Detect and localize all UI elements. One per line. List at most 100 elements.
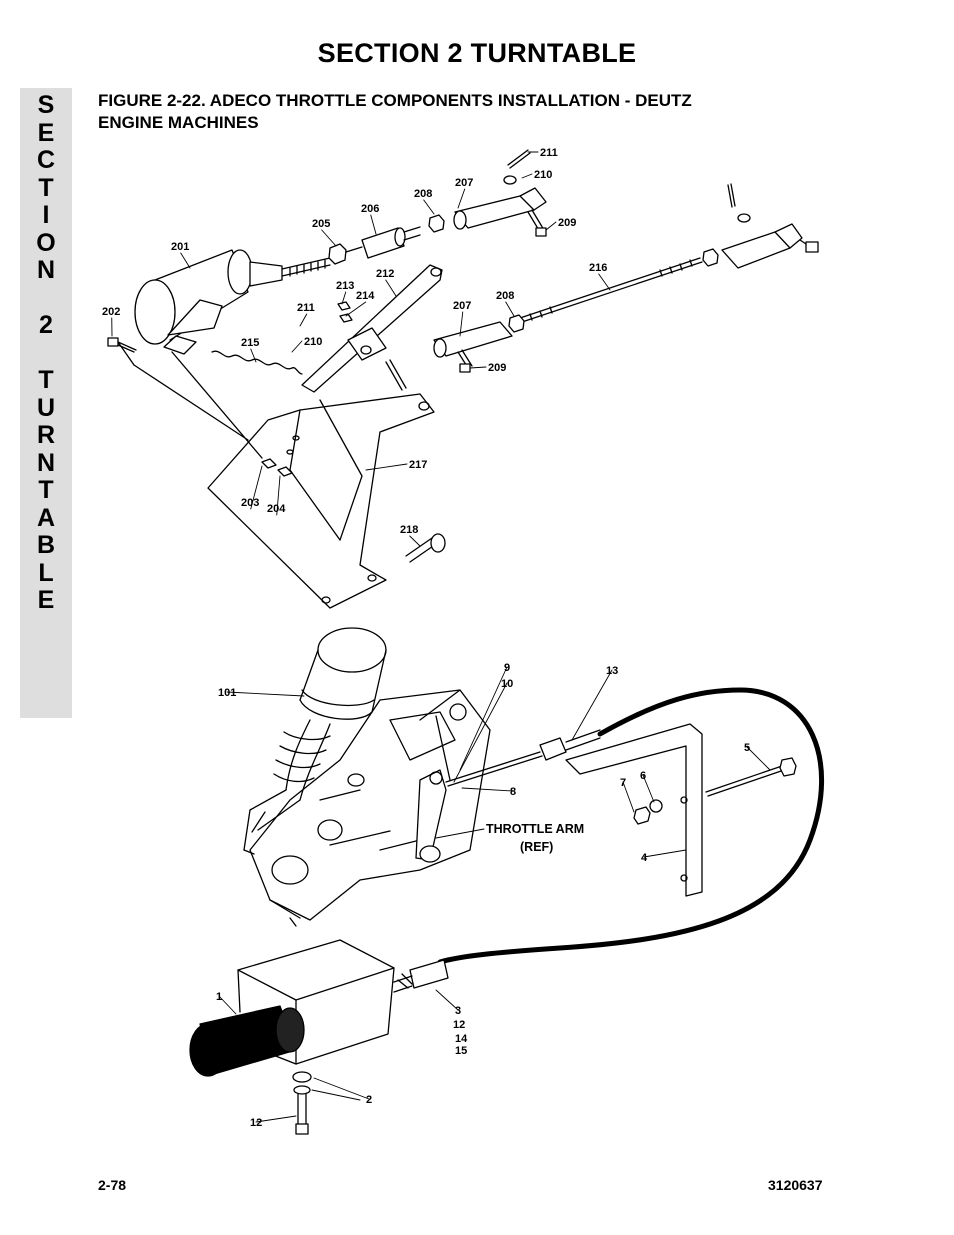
side-tab-letter: I xyxy=(42,201,50,229)
rod-216-drawing xyxy=(519,183,819,323)
callout-leader-line xyxy=(276,475,281,516)
callout-label: 13 xyxy=(606,665,618,677)
callout-leader-line xyxy=(250,465,263,510)
callout-leader-line xyxy=(521,173,533,179)
callout-label: 208 xyxy=(496,290,514,302)
washer-bolt-2-12-drawing xyxy=(292,1071,312,1135)
callout-label: 205 xyxy=(312,218,330,230)
callout-label: 208 xyxy=(414,188,432,200)
side-tab-letter: E xyxy=(37,586,55,614)
document-number: 3120637 xyxy=(768,1177,823,1193)
callout-leader-line xyxy=(341,291,347,305)
callout-leader-line xyxy=(642,774,655,803)
callout-leader-line xyxy=(461,787,514,792)
page-number: 2-78 xyxy=(98,1177,127,1193)
lever-212-drawing xyxy=(301,264,443,393)
callout-leader-line xyxy=(423,199,435,215)
callout-label: 211 xyxy=(297,302,315,314)
callout-leader-line xyxy=(457,188,466,209)
callout-label: 215 xyxy=(241,337,259,349)
callout-label: 207 xyxy=(455,177,473,189)
callout-leader-line xyxy=(226,691,305,697)
callout-label: 3 xyxy=(455,1005,461,1017)
side-tab-letter: O xyxy=(36,228,56,257)
side-tab-letter: 2 xyxy=(39,311,53,339)
bracket-4-drawing xyxy=(565,723,703,897)
callout-leader-line xyxy=(313,1077,370,1100)
callout-label: 1 xyxy=(216,991,222,1003)
callout-leader-line xyxy=(385,279,397,297)
callout-leader-line xyxy=(218,995,237,1015)
side-tab-letter: N xyxy=(36,256,56,284)
callout-label: 211 xyxy=(540,147,558,159)
callout-label: 15 xyxy=(455,1045,467,1057)
clevis-207-lower-drawing xyxy=(433,314,525,373)
callout-leader-line xyxy=(321,229,337,247)
callout-label: 101 xyxy=(218,687,236,699)
callout-leader-line xyxy=(746,746,771,771)
side-tab-letter: U xyxy=(36,393,56,422)
spring-215-drawing xyxy=(211,350,407,391)
callout-label: 204 xyxy=(267,503,286,515)
callout-label: 212 xyxy=(376,268,394,280)
bolt-5-nut-6-7-drawing xyxy=(633,757,797,825)
callout-label: 9 xyxy=(504,662,510,674)
callout-label: 10 xyxy=(501,678,513,690)
side-tab-letter: C xyxy=(36,146,56,174)
throttle-arm-drawing xyxy=(415,689,543,863)
callout-label: 8 xyxy=(510,786,516,798)
cable-13-drawing xyxy=(397,687,825,989)
callout-leader-line xyxy=(365,463,408,471)
callout-label: 206 xyxy=(361,203,379,215)
callout-label: 214 xyxy=(356,290,375,302)
callout-label: 202 xyxy=(102,306,120,318)
callout-label: 218 xyxy=(400,524,418,536)
callout-label: 12 xyxy=(453,1019,465,1031)
callout-leader-line xyxy=(255,1115,297,1123)
engine-pump-drawing xyxy=(249,689,491,927)
figure-title-line1: FIGURE 2-22. ADECO THROTTLE COMPONENTS I… xyxy=(98,91,692,110)
callout-leader-line xyxy=(459,311,464,337)
callout-label: 207 xyxy=(453,300,471,312)
side-tab-letter: N xyxy=(36,448,56,477)
callout-label: 203 xyxy=(241,497,259,509)
clevis-207-top-drawing xyxy=(453,149,547,237)
callout-label: 14 xyxy=(455,1033,468,1045)
callout-leader-line xyxy=(409,535,421,547)
side-tab-letter: E xyxy=(37,118,55,147)
callout-leader-line xyxy=(311,1089,361,1101)
callout-label: 209 xyxy=(558,217,576,229)
bolt-202-drawing xyxy=(107,337,137,366)
callout-label: 5 xyxy=(744,742,750,754)
callout-leader-line xyxy=(370,214,377,235)
solenoid-101-drawing xyxy=(243,627,387,855)
callout-label: THROTTLE ARM xyxy=(486,822,584,836)
callout-leader-line xyxy=(453,682,508,783)
side-tab-letter: T xyxy=(38,476,54,504)
side-tab-letter: T xyxy=(38,366,54,394)
callout-leader-line xyxy=(469,366,487,369)
side-tab-letter: B xyxy=(36,531,56,559)
side-tab-letter: T xyxy=(38,173,54,202)
callout-label: 213 xyxy=(336,280,354,292)
callout-leader-line xyxy=(505,301,515,317)
callout-leader-line xyxy=(250,348,257,363)
callout-leader-line xyxy=(571,669,613,741)
callout-label: 217 xyxy=(409,459,427,471)
callout-leader-line xyxy=(622,781,635,813)
callout-leader-line xyxy=(643,849,687,858)
bolt-218-drawing xyxy=(405,533,446,563)
callout-leader-line xyxy=(459,666,508,771)
figure-title: FIGURE 2-22. ADECO THROTTLE COMPONENTS I… xyxy=(98,90,798,134)
callout-leader-line xyxy=(299,313,308,327)
callout-label: 210 xyxy=(304,336,322,348)
callout-label: 2 xyxy=(366,1094,372,1106)
callout-label: 210 xyxy=(534,169,552,181)
callout-label: 201 xyxy=(171,241,189,253)
callout-leader-line xyxy=(180,252,191,269)
figure-title-line2: ENGINE MACHINES xyxy=(98,113,259,132)
